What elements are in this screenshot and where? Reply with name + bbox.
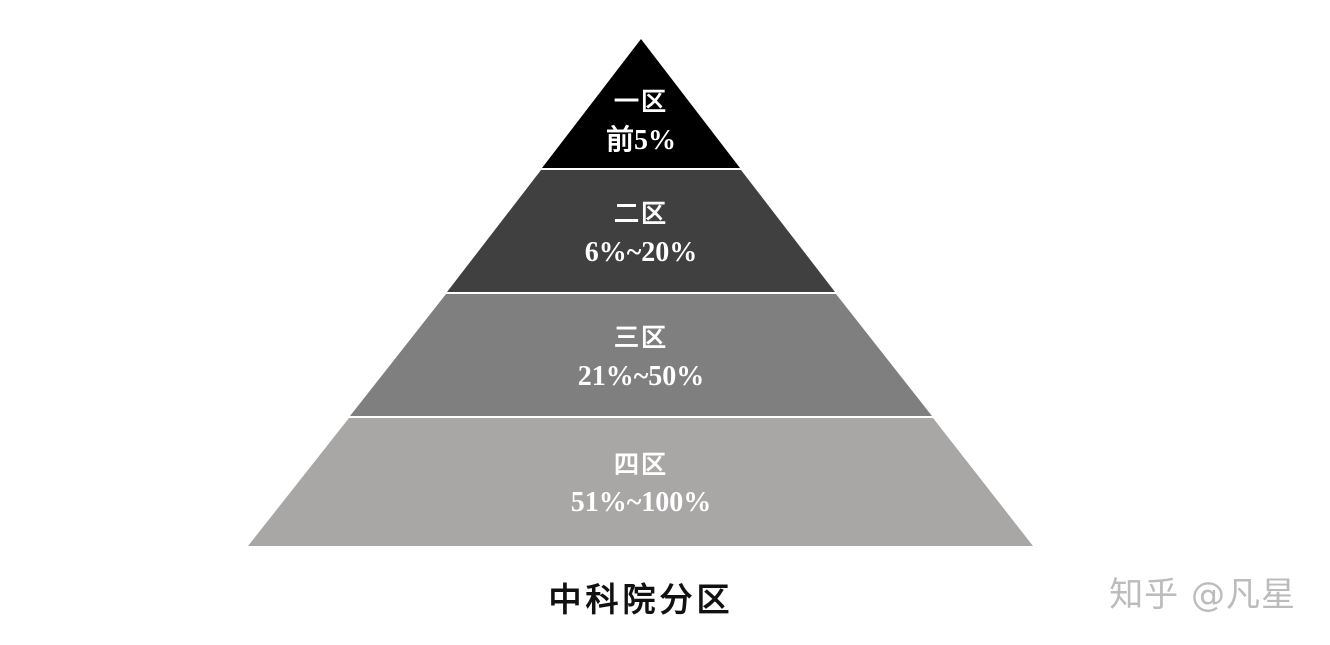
tier-4-shape — [248, 418, 1033, 546]
tier-4: 四区 51%~100% — [248, 418, 1033, 546]
tier-3-shape — [350, 294, 932, 416]
tier-2: 二区 6%~20% — [447, 170, 835, 292]
tier-3-title: 三区 — [614, 323, 668, 352]
tier-1: 一区 前5% — [542, 39, 740, 168]
tier-2-shape — [447, 170, 835, 292]
tier-4-title: 四区 — [614, 450, 668, 479]
tier-3-range: 21%~50% — [578, 361, 705, 392]
diagram-caption: 中科院分区 — [548, 580, 734, 619]
tier-1-shape — [542, 39, 740, 168]
tier-4-range: 51%~100% — [571, 487, 712, 518]
tier-2-range: 6%~20% — [585, 237, 698, 268]
watermark-text: 知乎 @凡星 — [1109, 575, 1296, 615]
tier-3: 三区 21%~50% — [350, 294, 932, 416]
tier-1-title: 一区 — [614, 87, 668, 116]
tier-2-title: 二区 — [614, 199, 668, 228]
tier-1-range: 前5% — [606, 123, 676, 156]
